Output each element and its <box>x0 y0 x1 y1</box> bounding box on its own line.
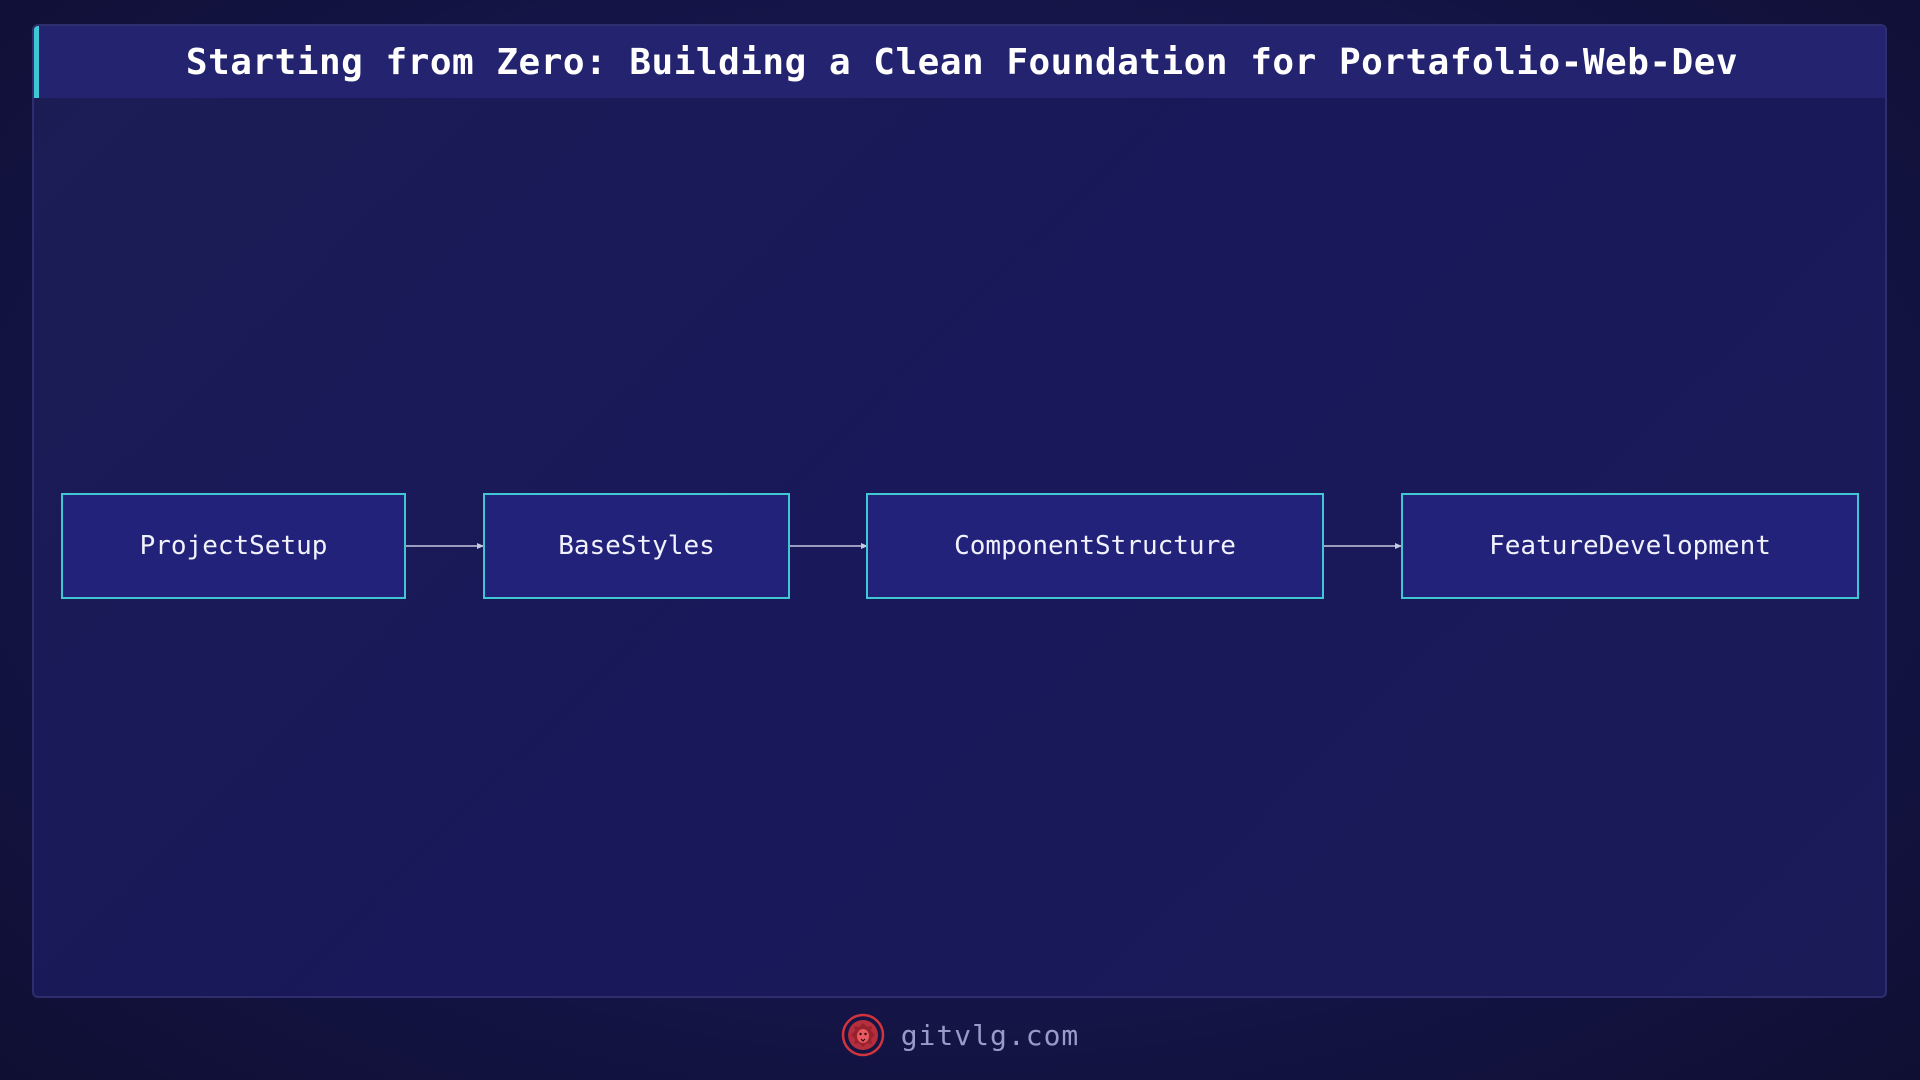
node-component-structure: ComponentStructure <box>866 493 1324 599</box>
node-label-base-styles: BaseStyles <box>558 531 715 561</box>
node-label-feature-development: FeatureDevelopment <box>1489 531 1771 561</box>
footer-site-link[interactable]: gitvlg.com <box>900 1018 1080 1052</box>
footer: gitvlg.com <box>0 1010 1920 1060</box>
node-feature-development: FeatureDevelopment <box>1401 493 1859 599</box>
title-bar: Starting from Zero: Building a Clean Fou… <box>34 26 1885 98</box>
node-label-project-setup: ProjectSetup <box>139 531 328 561</box>
lion-logo-icon[interactable] <box>841 1013 885 1057</box>
node-base-styles: BaseStyles <box>483 493 790 599</box>
node-project-setup: ProjectSetup <box>61 493 406 599</box>
node-label-component-structure: ComponentStructure <box>954 531 1236 561</box>
page-title: Starting from Zero: Building a Clean Fou… <box>185 41 1739 83</box>
